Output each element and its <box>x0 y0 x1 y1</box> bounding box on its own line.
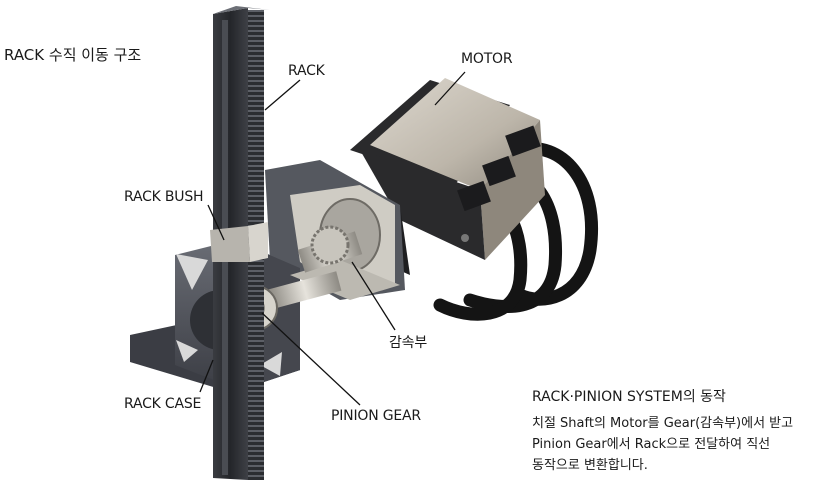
leader-reducer <box>351 261 396 331</box>
reducer-gears <box>268 225 400 309</box>
leader-rack <box>264 79 301 111</box>
diagram-title: RACK 수직 이동 구조 <box>4 46 142 64</box>
leader-pinion-gear <box>261 312 361 406</box>
label-rack-bush: RACK BUSH <box>124 189 204 205</box>
label-motor: MOTOR <box>461 51 513 67</box>
description-line-1: 치절 Shaft의 Motor를 Gear(감속부)에서 받고 <box>532 416 794 431</box>
label-pinion-gear: PINION GEAR <box>331 408 421 424</box>
label-reducer: 감속부 <box>389 335 428 351</box>
leader-rack-case <box>199 359 214 393</box>
description-line-2: Pinion Gear에서 Rack으로 전달하여 직선 <box>532 437 771 452</box>
leader-motor <box>434 71 466 106</box>
description-line-3: 동작으로 변환합니다. <box>532 458 648 473</box>
leader-rack-bush <box>207 204 225 241</box>
description-heading: RACK·PINION SYSTEM의 동작 <box>532 389 726 405</box>
rack-bush <box>210 222 268 262</box>
label-rack: RACK <box>288 63 325 79</box>
label-rack-case: RACK CASE <box>124 396 202 412</box>
leader-lines <box>199 71 466 406</box>
